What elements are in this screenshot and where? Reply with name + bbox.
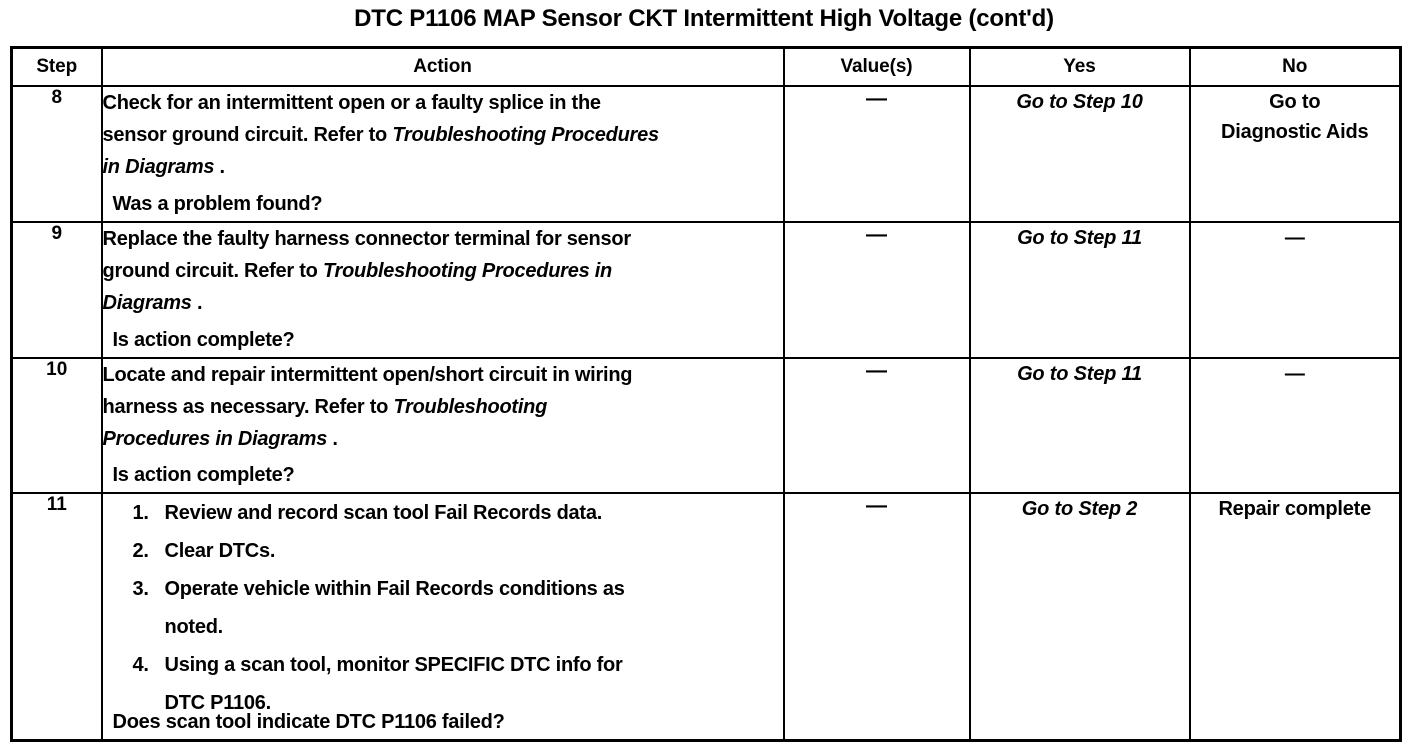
action-reference: in Diagrams: [102, 155, 215, 178]
column-header-value: Value(s): [782, 46, 971, 87]
action-text: sensor ground circuit. Refer to: [102, 123, 393, 146]
yes-action-text: Go to Step 11: [1017, 362, 1142, 385]
action-question: Is action complete?: [112, 328, 295, 351]
action-line: Diagrams .: [103, 287, 783, 319]
action-text: Locate and repair intermittent open/shor…: [102, 363, 633, 386]
action-cell: Check for an intermittent open or a faul…: [100, 84, 785, 223]
list-item-text: Operate vehicle within Fail Records cond…: [164, 578, 625, 601]
no-action-text-line2: Diagnostic Aids: [1221, 120, 1369, 143]
action-line: Procedures in Diagrams .: [103, 423, 783, 455]
action-reference: Procedures in Diagrams: [102, 427, 328, 450]
yes-action-text: Go to Step 2: [1021, 498, 1138, 521]
table-row: 8 Check for an intermittent open or a fa…: [10, 84, 1402, 223]
list-item-number: 4.: [132, 654, 149, 677]
value-text: —: [866, 494, 887, 518]
column-header-yes: Yes: [968, 46, 1191, 87]
action-cell: 1. Review and record scan tool Fail Reco…: [100, 492, 785, 742]
list-item-number: 1.: [132, 502, 149, 525]
no-cell: Repair complete: [1188, 492, 1402, 742]
action-line: in Diagrams .: [103, 151, 783, 183]
list-item: 2. Clear DTCs.: [103, 532, 783, 570]
action-text: .: [191, 291, 203, 314]
step-number: 9: [10, 220, 103, 359]
diagnostic-steps-table: Step Action Value(s) Yes No 8 Check for …: [10, 46, 1402, 742]
action-cell: Locate and repair intermittent open/shor…: [100, 356, 785, 495]
action-text: Check for an intermittent open or a faul…: [102, 91, 602, 114]
no-action-text-line1: Go to: [1269, 90, 1321, 113]
page-title: DTC P1106 MAP Sensor CKT Intermittent Hi…: [354, 5, 1054, 32]
step-number: 10: [10, 356, 103, 495]
no-action-text-line1: Repair complete: [1218, 498, 1372, 521]
list-item-number: 3.: [132, 578, 149, 601]
table-header-row: Step Action Value(s) Yes No: [10, 46, 1402, 87]
action-line: ground circuit. Refer to Troubleshooting…: [103, 255, 783, 287]
action-text: Replace the faulty harness connector ter…: [102, 227, 632, 250]
no-action-text-line1: —: [1284, 226, 1305, 249]
value-text: —: [866, 86, 887, 110]
list-item-text-continued: noted.: [164, 616, 224, 639]
table-row: 11 1. Review and record scan tool Fail R…: [10, 492, 1402, 742]
step-number: 8: [10, 84, 103, 223]
yes-action-text: Go to Step 10: [1016, 90, 1143, 113]
list-item: 3. Operate vehicle within Fail Records c…: [103, 570, 783, 646]
value-text: —: [866, 358, 887, 382]
value-cell: —: [782, 220, 971, 359]
yes-cell: Go to Step 11: [968, 220, 1191, 359]
value-cell: —: [782, 356, 971, 495]
no-action-text-line1: —: [1284, 362, 1305, 385]
action-cell: Replace the faulty harness connector ter…: [100, 220, 785, 359]
action-reference: Troubleshooting Procedures in: [322, 259, 613, 282]
action-line: Replace the faulty harness connector ter…: [103, 223, 783, 255]
yes-cell: Go to Step 10: [968, 84, 1191, 223]
value-text: —: [866, 222, 887, 246]
no-cell: —: [1188, 356, 1402, 495]
action-question: Is action complete?: [112, 464, 295, 487]
action-text: .: [327, 427, 338, 450]
step-number: 11: [10, 492, 103, 742]
table-row: 10 Locate and repair intermittent open/s…: [10, 356, 1402, 495]
list-item-text: Using a scan tool, monitor SPECIFIC DTC …: [164, 654, 623, 677]
column-header-no: No: [1188, 46, 1402, 87]
table-row: 9 Replace the faulty harness connector t…: [10, 220, 1402, 359]
list-item: 1. Review and record scan tool Fail Reco…: [103, 494, 783, 532]
action-line: sensor ground circuit. Refer to Troubles…: [103, 119, 783, 151]
action-line: Check for an intermittent open or a faul…: [103, 87, 783, 119]
list-item-text-continued: DTC P1106.: [164, 692, 272, 715]
action-reference: Diagrams: [102, 291, 192, 314]
yes-action-text: Go to Step 11: [1017, 226, 1142, 249]
action-line: Locate and repair intermittent open/shor…: [103, 359, 783, 391]
action-question: Was a problem found?: [112, 192, 323, 215]
action-text: ground circuit. Refer to: [102, 259, 323, 282]
action-text: .: [214, 155, 226, 178]
value-cell: —: [782, 84, 971, 223]
list-item-number: 2.: [132, 540, 149, 563]
yes-cell: Go to Step 2: [968, 492, 1191, 742]
action-reference: Troubleshooting: [393, 395, 548, 418]
no-cell: —: [1188, 220, 1402, 359]
list-item-text: Review and record scan tool Fail Records…: [164, 502, 603, 525]
action-text: harness as necessary. Refer to: [102, 395, 394, 418]
value-cell: —: [782, 492, 971, 742]
yes-cell: Go to Step 11: [968, 356, 1191, 495]
column-header-action: Action: [100, 46, 785, 87]
column-header-step: Step: [10, 46, 103, 87]
action-question: Does scan tool indicate DTC P1106 failed…: [112, 711, 505, 733]
action-numbered-list: 1. Review and record scan tool Fail Reco…: [103, 494, 783, 722]
action-reference: Troubleshooting Procedures: [392, 123, 659, 146]
list-item-text: Clear DTCs.: [164, 540, 276, 563]
list-item: 4. Using a scan tool, monitor SPECIFIC D…: [103, 646, 783, 722]
action-line: harness as necessary. Refer to Troublesh…: [103, 391, 783, 423]
no-cell: Go to Diagnostic Aids: [1188, 84, 1402, 223]
